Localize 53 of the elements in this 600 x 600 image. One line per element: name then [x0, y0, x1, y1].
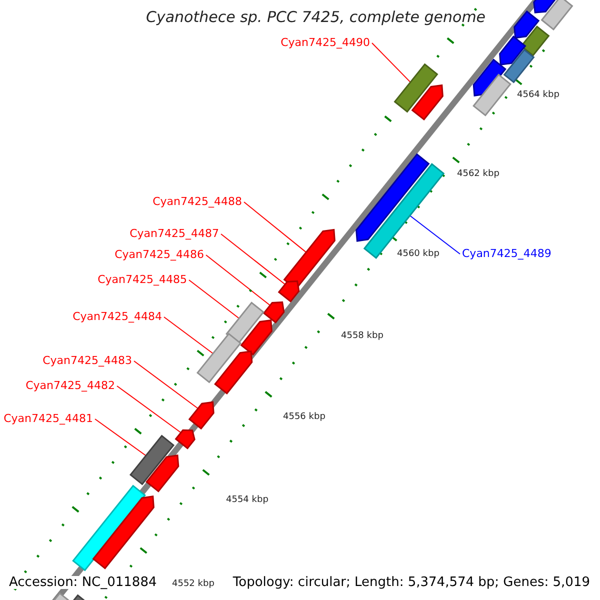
scale-label: 4554 kbp [226, 496, 268, 505]
gene-feature [174, 429, 196, 450]
gene-feature [226, 302, 264, 344]
gene-feature [188, 401, 214, 430]
scale-label: 4558 kbp [341, 332, 384, 341]
gene-feature [129, 434, 175, 486]
accession-text: Accession: NC_011884 [9, 576, 157, 589]
gene-feature [533, 0, 556, 14]
leader-line [244, 202, 307, 253]
gene-label: Cyan7425_4481 [4, 413, 93, 424]
gene-label: Cyan7425_4486 [114, 249, 204, 260]
gene-feature [240, 319, 272, 356]
leader-line [409, 215, 460, 254]
gene-feature [92, 496, 154, 570]
gene-feature [472, 74, 512, 116]
gene-feature [196, 332, 242, 384]
scale-label: 4564 kbp [517, 91, 560, 100]
gene-feature [146, 454, 180, 492]
gene-feature [503, 48, 535, 84]
gene-feature [214, 350, 253, 394]
leader-line [116, 386, 182, 434]
genome-info-text: Topology: circular; Length: 5,374,574 bp; Genes: 5,019 [232, 576, 590, 589]
gene-feature [278, 280, 300, 303]
gene-label: Cyan7425_4488 [152, 196, 242, 207]
gene-label: Cyan7425_4489 [462, 248, 552, 259]
gene-feature [411, 84, 444, 121]
leader-line [134, 360, 198, 409]
gene-label: Cyan7425_4483 [42, 355, 132, 366]
gene-label: Cyan7425_4487 [130, 228, 219, 239]
leader-line [164, 316, 214, 354]
scale-label: 4560 kbp [397, 250, 440, 259]
gene-feature [520, 25, 550, 57]
gene-feature [356, 153, 430, 242]
leader-line [372, 42, 411, 83]
scale-label: 4552 kbp [172, 580, 214, 589]
gene-feature [72, 484, 146, 572]
gene-feature [540, 0, 574, 30]
gene-label: Cyan7425_4484 [72, 311, 162, 322]
gene-feature [363, 163, 445, 259]
leader-line [94, 418, 146, 456]
gene-feature [499, 36, 526, 66]
gene-label: Cyan7425_4490 [280, 37, 370, 48]
leader-line [220, 234, 286, 285]
gene-label: Cyan7425_4485 [98, 274, 187, 285]
scale-label: 4562 kbp [457, 170, 500, 179]
gene-label: Cyan7425_4482 [26, 380, 115, 391]
leader-line [188, 280, 240, 319]
leader-line [206, 254, 271, 306]
gene-feature [514, 10, 540, 39]
title: Cyanothece sp. PCC 7425, complete genome [146, 10, 486, 25]
gene-feature [262, 301, 285, 324]
scale-label: 4556 kbp [283, 413, 326, 422]
gene-feature [394, 63, 438, 113]
